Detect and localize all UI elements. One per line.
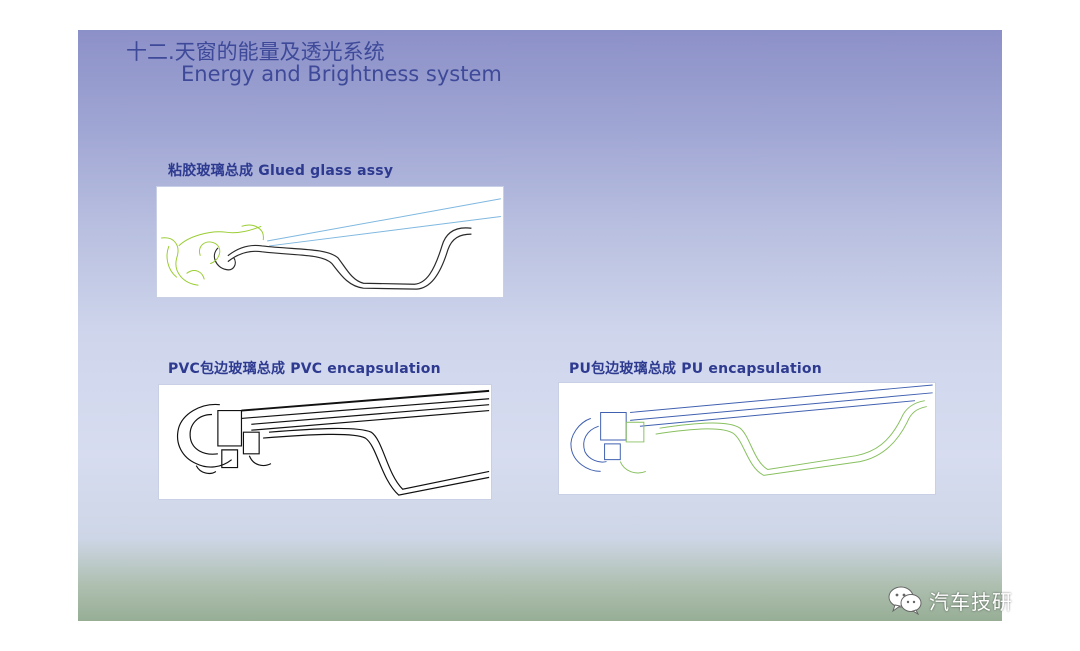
- watermark: 汽车技研: [887, 585, 1013, 615]
- pu-encapsulation-drawing: [558, 382, 936, 495]
- glued-glass-drawing: [156, 186, 504, 298]
- glued-glass-label: 粘胶玻璃总成 Glued glass assy: [168, 163, 394, 179]
- pvc-encapsulation-cross-section: [177, 389, 490, 496]
- slide-title-english: Energy and Brightness system: [181, 62, 502, 86]
- pvc-encapsulation-drawing: [158, 384, 492, 500]
- pu-encapsulation-cross-section: [570, 384, 933, 476]
- slide: 十二.天窗的能量及透光系统 Energy and Brightness syst…: [78, 30, 1002, 621]
- pvc-encapsulation-label: PVC包边玻璃总成 PVC encapsulation: [168, 361, 441, 377]
- glued-glass-cross-section: [161, 198, 501, 290]
- wechat-icon: [888, 586, 922, 615]
- pu-encapsulation-label: PU包边玻璃总成 PU encapsulation: [569, 361, 822, 377]
- slide-title-chinese: 十二.天窗的能量及透光系统: [126, 40, 385, 64]
- watermark-text: 汽车技研: [929, 589, 1013, 614]
